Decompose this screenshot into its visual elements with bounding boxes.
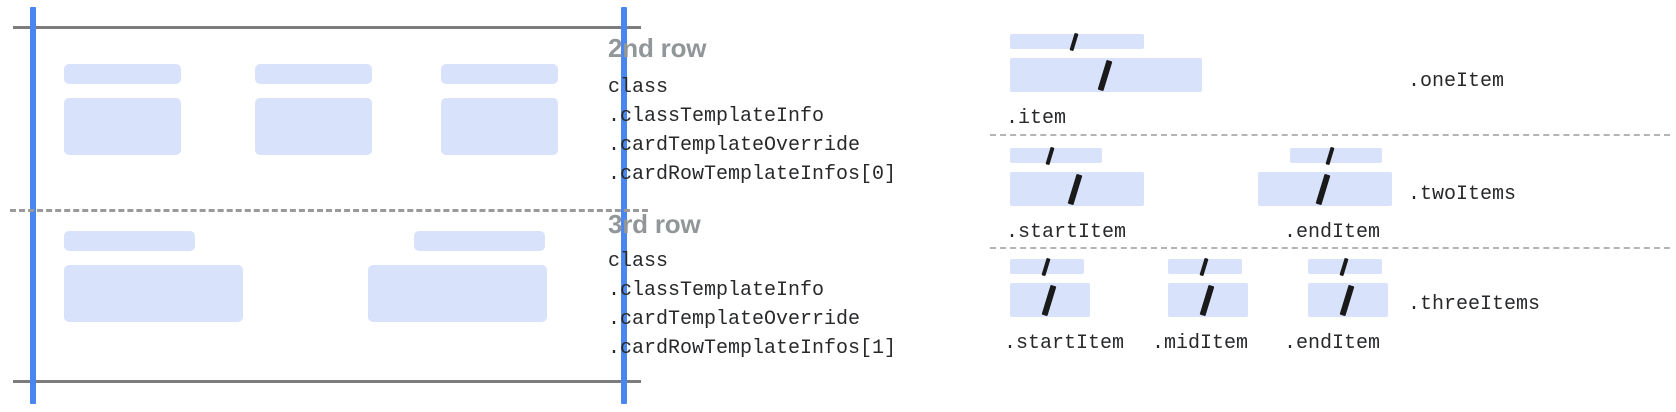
top-boundary-rule: [13, 26, 641, 29]
three-items-mid-label: .midItem: [1152, 332, 1249, 355]
row0-cell1-label-bar: [255, 64, 372, 84]
two-items-end-label: .endItem: [1284, 221, 1381, 244]
left-edge-guide: [30, 7, 36, 404]
row0-cell2-label-bar: [441, 64, 558, 84]
three-items-end-label: .endItem: [1284, 332, 1381, 355]
three-items-variant-label: .threeItems: [1408, 293, 1541, 316]
bottom-boundary-rule: [13, 380, 641, 383]
second-row-code-path: class .classTemplateInfo .cardTemplateOv…: [608, 76, 897, 186]
two-items-end-top-bar: [1290, 148, 1382, 163]
one-item-slot-label: .item: [1006, 107, 1067, 130]
card-rows-preview: [0, 0, 660, 412]
variant-separator-1: [990, 134, 1670, 136]
two-items-start-label: .startItem: [1006, 221, 1127, 244]
right-edge-guide: [621, 7, 627, 404]
template-path-column: 2nd row class .classTemplateInfo .cardTe…: [604, 0, 984, 412]
second-row-heading: 2nd row: [608, 33, 707, 63]
one-item-top-bar: [1010, 34, 1144, 49]
row0-cell1-body-block: [255, 98, 372, 155]
row1-cell0-label-bar: [64, 231, 195, 251]
one-item-variant-label: .oneItem: [1408, 70, 1505, 93]
three-items-start-label: .startItem: [1004, 332, 1125, 355]
third-row-heading: 3rd row: [608, 209, 701, 239]
item-variants-panel: .item .oneItem .startItem .endItem .twoI…: [984, 0, 1676, 412]
row1-cell0-body-block: [64, 265, 243, 322]
row0-cell0-body-block: [64, 98, 181, 155]
two-items-start-top-bar: [1010, 148, 1102, 163]
row-divider-dashed: [10, 209, 648, 212]
variant-separator-2: [990, 247, 1670, 249]
two-items-variant-label: .twoItems: [1408, 183, 1517, 206]
row0-cell0-label-bar: [64, 64, 181, 84]
row1-cell1-body-block: [368, 265, 547, 322]
row0-cell2-body-block: [441, 98, 558, 155]
third-row-code-path: class .classTemplateInfo .cardTemplateOv…: [608, 250, 897, 360]
row1-cell1-label-bar: [414, 231, 545, 251]
